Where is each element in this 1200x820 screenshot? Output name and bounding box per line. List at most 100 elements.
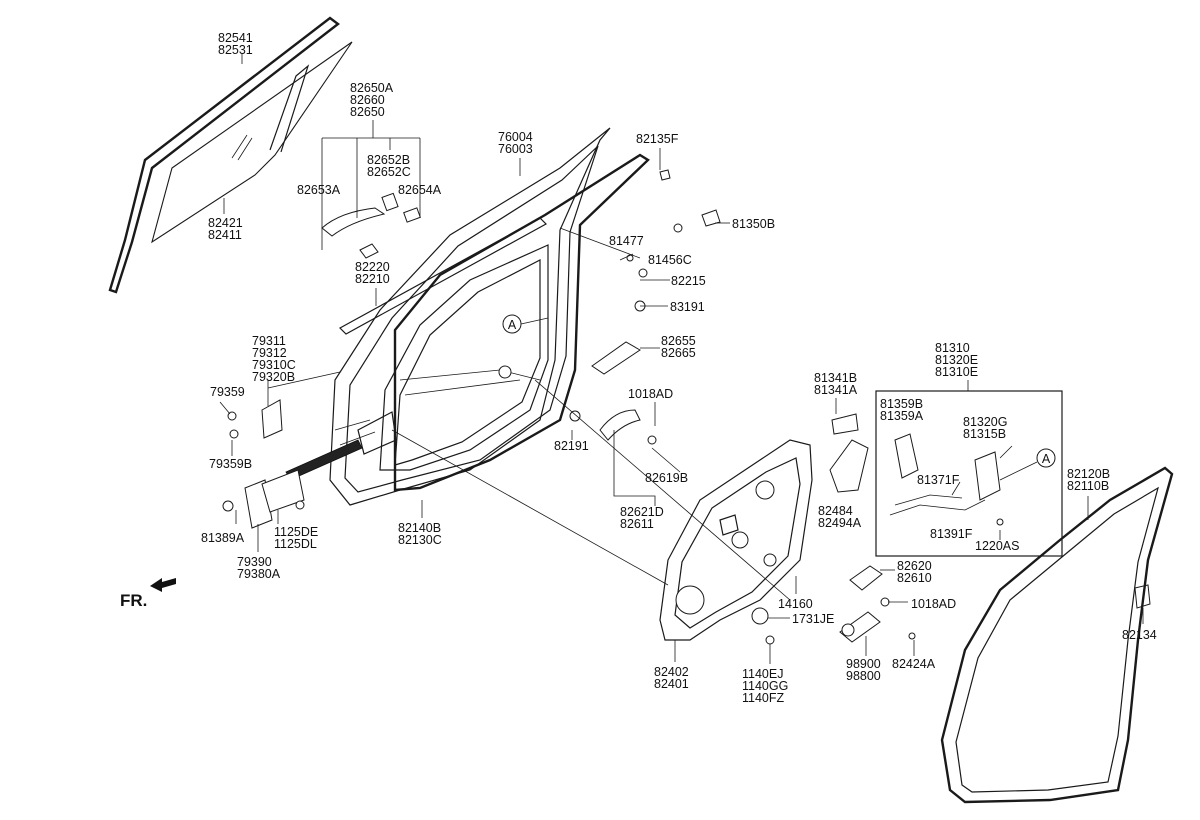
callout-line: 82650 [350, 105, 385, 119]
callout-line: 82650A [350, 81, 394, 95]
callout-line: 82215 [671, 274, 706, 288]
callout-line: 82210 [355, 272, 390, 286]
glass-run-channel [108, 16, 340, 294]
callout-line: 1125DL [274, 537, 317, 551]
callout-line: 79310C [252, 358, 296, 372]
lock-actuator [829, 413, 869, 493]
callout-79359: 79359 [210, 385, 245, 399]
callout-line: 81315B [963, 427, 1006, 441]
front-direction-indicator: FR. [120, 578, 176, 610]
door-grip [591, 341, 641, 375]
callout-line: 79380A [237, 567, 281, 581]
front-label: FR. [120, 591, 147, 610]
relation-line-1 [391, 429, 669, 586]
callout-81371F: 81371F [917, 473, 960, 487]
ref-marker-left-label: A [508, 318, 517, 332]
callout-line: 82191 [554, 439, 589, 453]
parts-drawing [108, 16, 1174, 804]
callout-81477: 81477 [609, 234, 644, 248]
callout-line: 1125DE [274, 525, 318, 539]
callout-line: 76003 [498, 142, 533, 156]
door-module-panel [659, 439, 813, 641]
callout-line: 81341A [814, 383, 858, 397]
callout-line: 82531 [218, 43, 253, 57]
callout-14160: 14160 [778, 597, 813, 611]
callout-line: 81477 [609, 234, 644, 248]
callout-line: 82611 [620, 517, 654, 531]
relation-line-3 [559, 227, 641, 259]
callout-line: 82484 [818, 504, 853, 518]
callout-line: 1018AD [911, 597, 956, 611]
callout-line: 1140FZ [742, 691, 785, 705]
callout-line: 82541 [218, 31, 253, 45]
callout-1018AD-bottom: 1018AD [911, 597, 956, 611]
callout-line: 82411 [208, 228, 242, 242]
callout-line: 1140GG [742, 679, 788, 693]
upper-hinge [227, 399, 283, 439]
callout-1220AS: 1220AS [975, 539, 1019, 553]
latch-assembly-box [875, 390, 1063, 557]
callout-82134: 82134 [1122, 628, 1157, 642]
callout-82654A: 82654A [398, 183, 442, 197]
callout-line: 82619B [645, 471, 688, 485]
callout-line: 82660 [350, 93, 385, 107]
callout-line: 81456C [648, 253, 692, 267]
callout-line: 82654A [398, 183, 442, 197]
callout-line: 82621D [620, 505, 664, 519]
callout-line: 82134 [1122, 628, 1157, 642]
callout-82424A: 82424A [892, 657, 936, 671]
callout-line: 81359B [880, 397, 923, 411]
callout-line: 1731JE [792, 612, 834, 626]
callout-line: 82424A [892, 657, 936, 671]
leader-lines [219, 54, 1144, 664]
callout-line: 82130C [398, 533, 442, 547]
callout-line: 79390 [237, 555, 272, 569]
callout-line: 14160 [778, 597, 813, 611]
callout-line: 79312 [252, 346, 287, 360]
callout-line: 76004 [498, 130, 533, 144]
callout-line: 82655 [661, 334, 696, 348]
callout-line: 81389A [201, 531, 245, 545]
callout-line: 81320G [963, 415, 1007, 429]
callout-82619B: 82619B [645, 471, 688, 485]
lower-hinge [222, 469, 305, 529]
front-arrow-icon [150, 578, 176, 592]
callout-1731JE: 1731JE [792, 612, 834, 626]
callout-line: 81310 [935, 341, 970, 355]
callout-line: 83191 [670, 300, 705, 314]
callout-line: 1018AD [628, 387, 673, 401]
door-glass [151, 41, 353, 244]
callout-line: 98800 [846, 669, 881, 683]
callout-line: 1140EJ [742, 667, 783, 681]
regulator-cables [399, 365, 541, 396]
body-weatherstrip [940, 466, 1174, 804]
callout-79359B: 79359B [209, 457, 252, 471]
callout-line: 81391F [930, 527, 973, 541]
callout-line: 81310E [935, 365, 978, 379]
callout-82135F: 82135F [636, 132, 679, 146]
callout-line: 79320B [252, 370, 295, 384]
ref-marker-right-label: A [1042, 452, 1051, 466]
outside-handle [321, 192, 421, 259]
callout-line: 82110B [1067, 479, 1109, 493]
callout-line: 81320E [935, 353, 978, 367]
